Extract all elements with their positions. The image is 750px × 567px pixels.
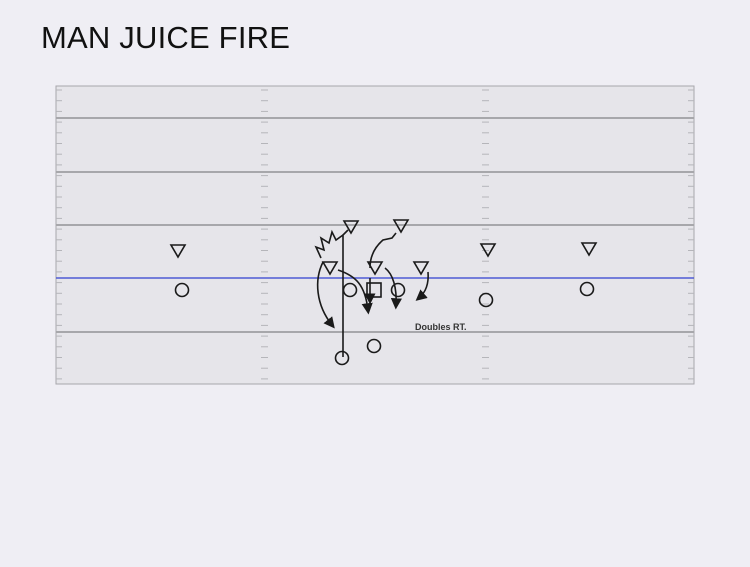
formation-label: Doubles RT. xyxy=(415,322,467,332)
end-right-triangle xyxy=(412,261,430,276)
running-back-circle xyxy=(334,350,350,366)
field-surface xyxy=(55,85,695,385)
wide-receiver-left-circle xyxy=(174,282,190,298)
hash-marks xyxy=(56,89,694,380)
slot-receiver-circle xyxy=(478,292,494,308)
left-guard-circle xyxy=(342,282,358,298)
safety-right-triangle xyxy=(479,243,497,258)
routes xyxy=(314,229,429,357)
defense-players xyxy=(169,219,598,276)
nose-tackle-triangle xyxy=(366,261,384,276)
fullback-circle xyxy=(366,338,382,354)
yard-lines xyxy=(56,117,694,333)
corner-left-triangle xyxy=(169,244,187,259)
end-left-route xyxy=(316,261,335,329)
linebacker-route xyxy=(369,232,397,269)
rg-route xyxy=(384,267,402,310)
linebacker-2-triangle xyxy=(392,219,410,234)
center-ball xyxy=(366,282,382,298)
corner-right-triangle xyxy=(580,242,598,257)
linebacker-1-triangle xyxy=(342,220,360,235)
play-title: MAN JUICE FIRE xyxy=(41,20,291,55)
end-left-triangle xyxy=(321,261,339,276)
offense-players xyxy=(174,281,595,366)
zigzag-blitz-path xyxy=(314,229,344,259)
end-right-route xyxy=(415,271,429,301)
right-guard-circle xyxy=(390,282,406,298)
wide-receiver-right-circle xyxy=(579,281,595,297)
